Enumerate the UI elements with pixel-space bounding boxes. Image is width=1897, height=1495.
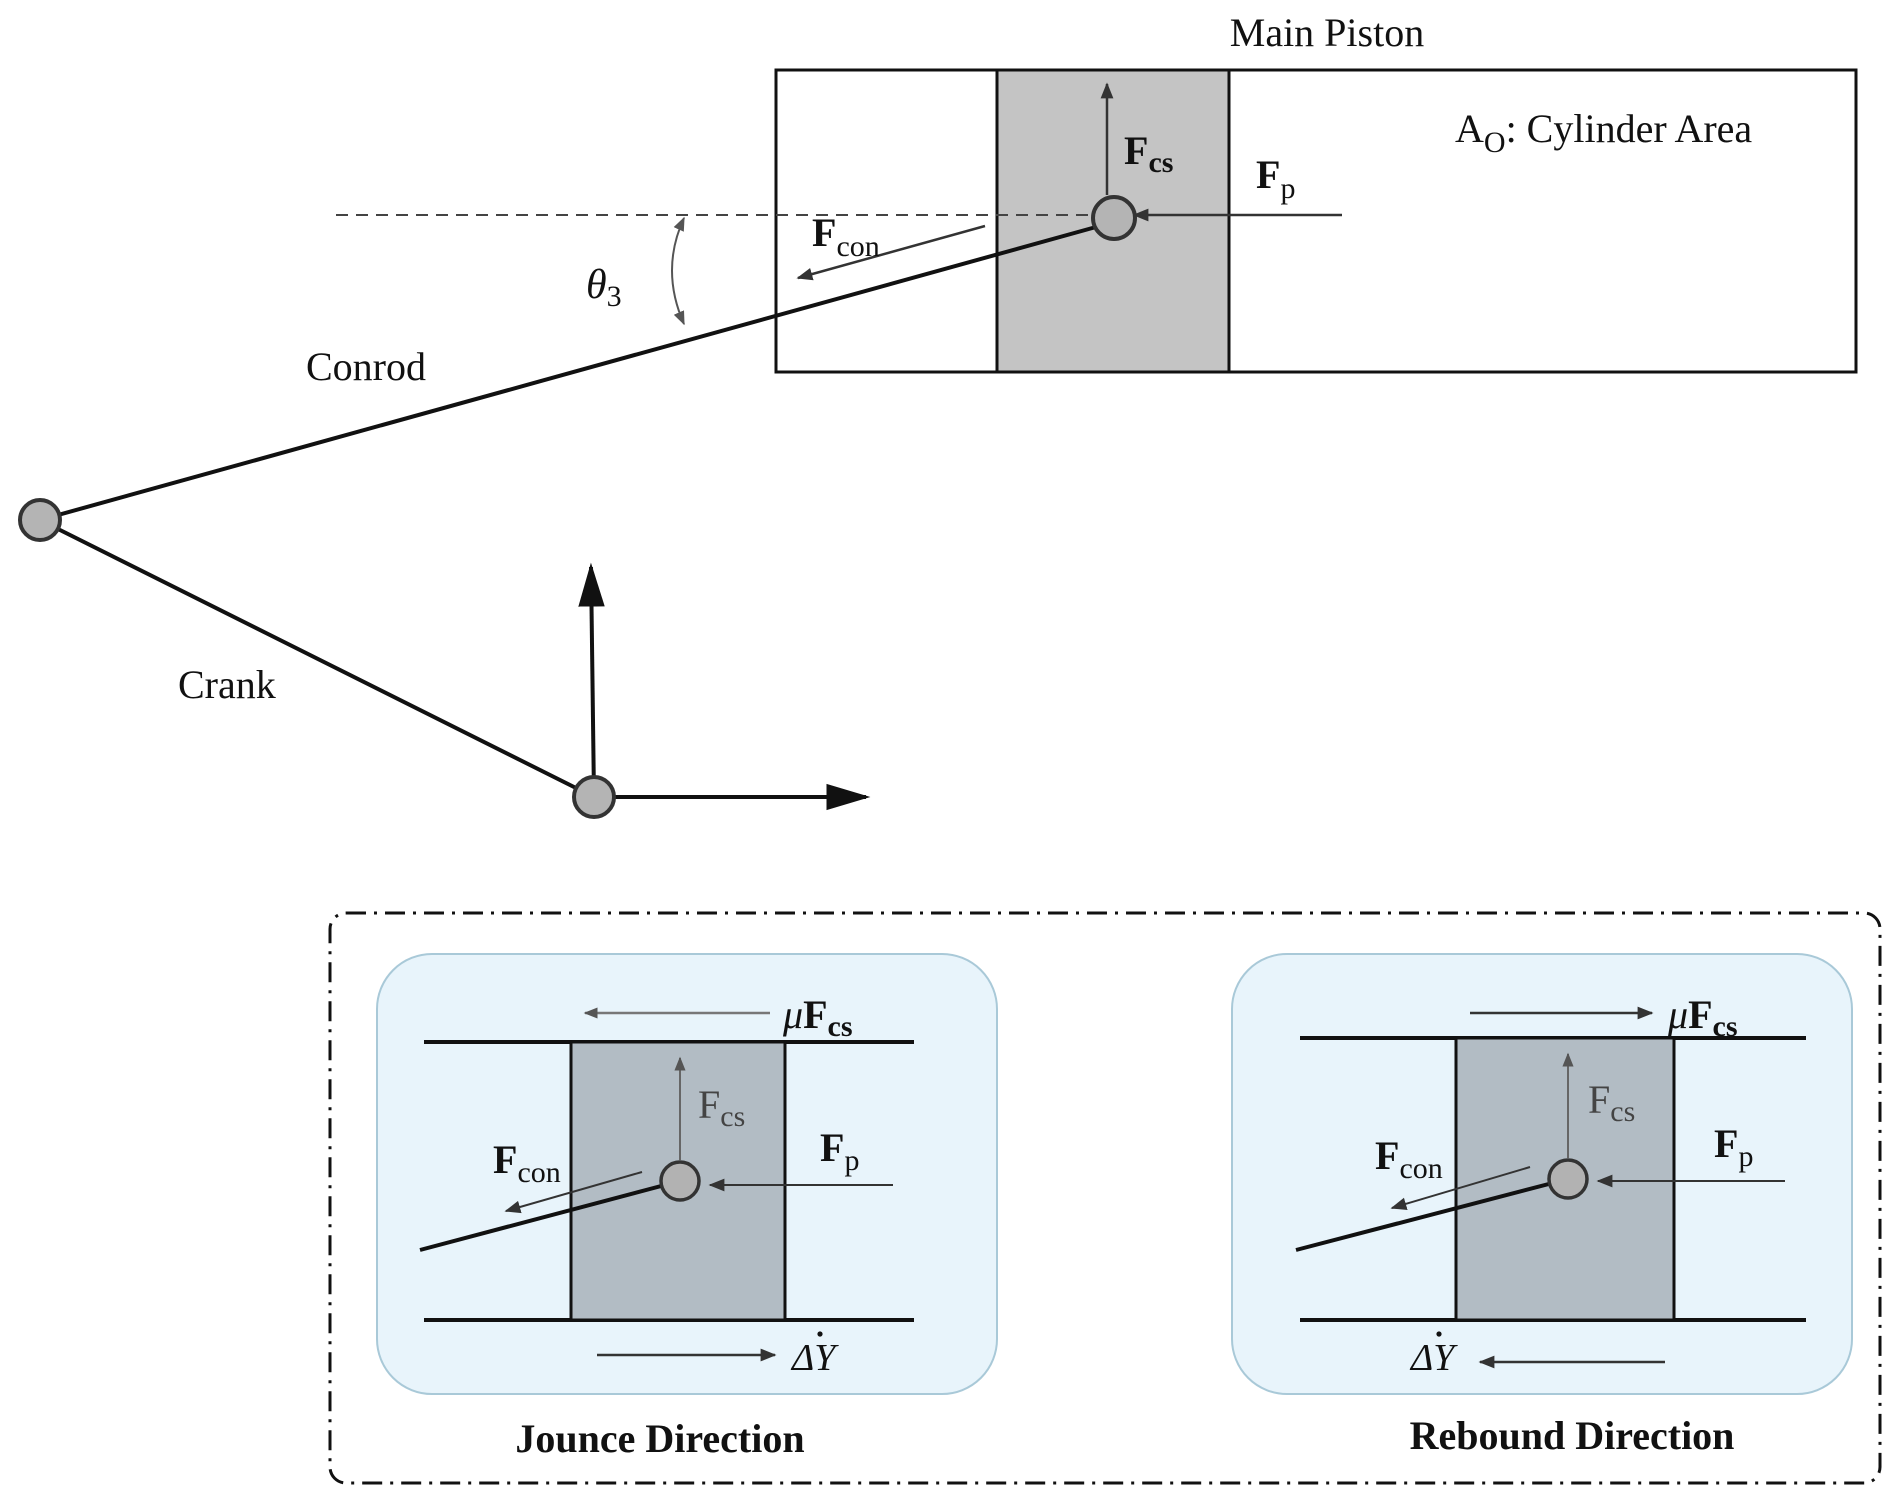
fp-label: Fp — [1256, 152, 1295, 205]
rebound-dy-label: ΔY — [1409, 1337, 1458, 1379]
fcs-label: Fcs — [1124, 128, 1173, 179]
rebound-piston-pin — [1547, 1158, 1589, 1200]
cylinder — [774, 68, 1858, 374]
jounce-fp-label: Fp — [820, 1125, 859, 1177]
inset-frame — [328, 911, 1882, 1485]
jounce-panel: μFcs Fcs Fp Fcon ΔY Jounce Direction — [376, 953, 998, 1461]
jounce-conrod — [419, 1179, 681, 1252]
main-mechanism: Main Piston AO: Cylinder Area Conrod Cra… — [18, 10, 1858, 819]
jounce-dy-label: ΔY — [790, 1337, 839, 1379]
y-axis-arrow — [578, 562, 605, 798]
jounce-piston-pin — [659, 1160, 701, 1202]
conrod — [39, 220, 1115, 522]
rebound-conrod — [1295, 1177, 1569, 1252]
fcon-label: Fcon — [812, 210, 880, 263]
jounce-caption: Jounce Direction — [515, 1416, 804, 1461]
crank — [39, 518, 595, 799]
piston-pin-joint — [1091, 195, 1137, 241]
cylinder-area-label: AO: Cylinder Area — [1455, 106, 1752, 159]
rebound-fcon-label: Fcon — [1375, 1133, 1443, 1185]
theta-label: θ3 — [586, 262, 622, 313]
rebound-friction-label: μFcs — [1667, 992, 1738, 1043]
jounce-fcon-arrow — [504, 1171, 643, 1214]
fcon-arrow — [796, 224, 986, 281]
rebound-fcs-label: Fcs — [1588, 1077, 1635, 1128]
crank-conrod-joint — [18, 498, 62, 542]
jounce-dy-dot — [817, 1331, 823, 1337]
theta-arc — [671, 216, 685, 326]
jounce-fcs-label: Fcs — [698, 1082, 745, 1133]
conrod-label: Conrod — [306, 344, 426, 389]
crank-label: Crank — [178, 662, 276, 707]
rebound-fcon-arrow — [1390, 1166, 1531, 1211]
rebound-caption: Rebound Direction — [1410, 1413, 1735, 1458]
rebound-dy-dot — [1436, 1331, 1442, 1337]
crank-center-joint — [572, 775, 616, 819]
jounce-fcon-label: Fcon — [493, 1137, 561, 1189]
rebound-fp-label: Fp — [1714, 1121, 1753, 1173]
rebound-panel: μFcs Fcs Fp Fcon ΔY Rebound Direction — [1231, 953, 1853, 1458]
jounce-friction-label: μFcs — [782, 992, 853, 1043]
main-piston-label: Main Piston — [1230, 10, 1424, 55]
